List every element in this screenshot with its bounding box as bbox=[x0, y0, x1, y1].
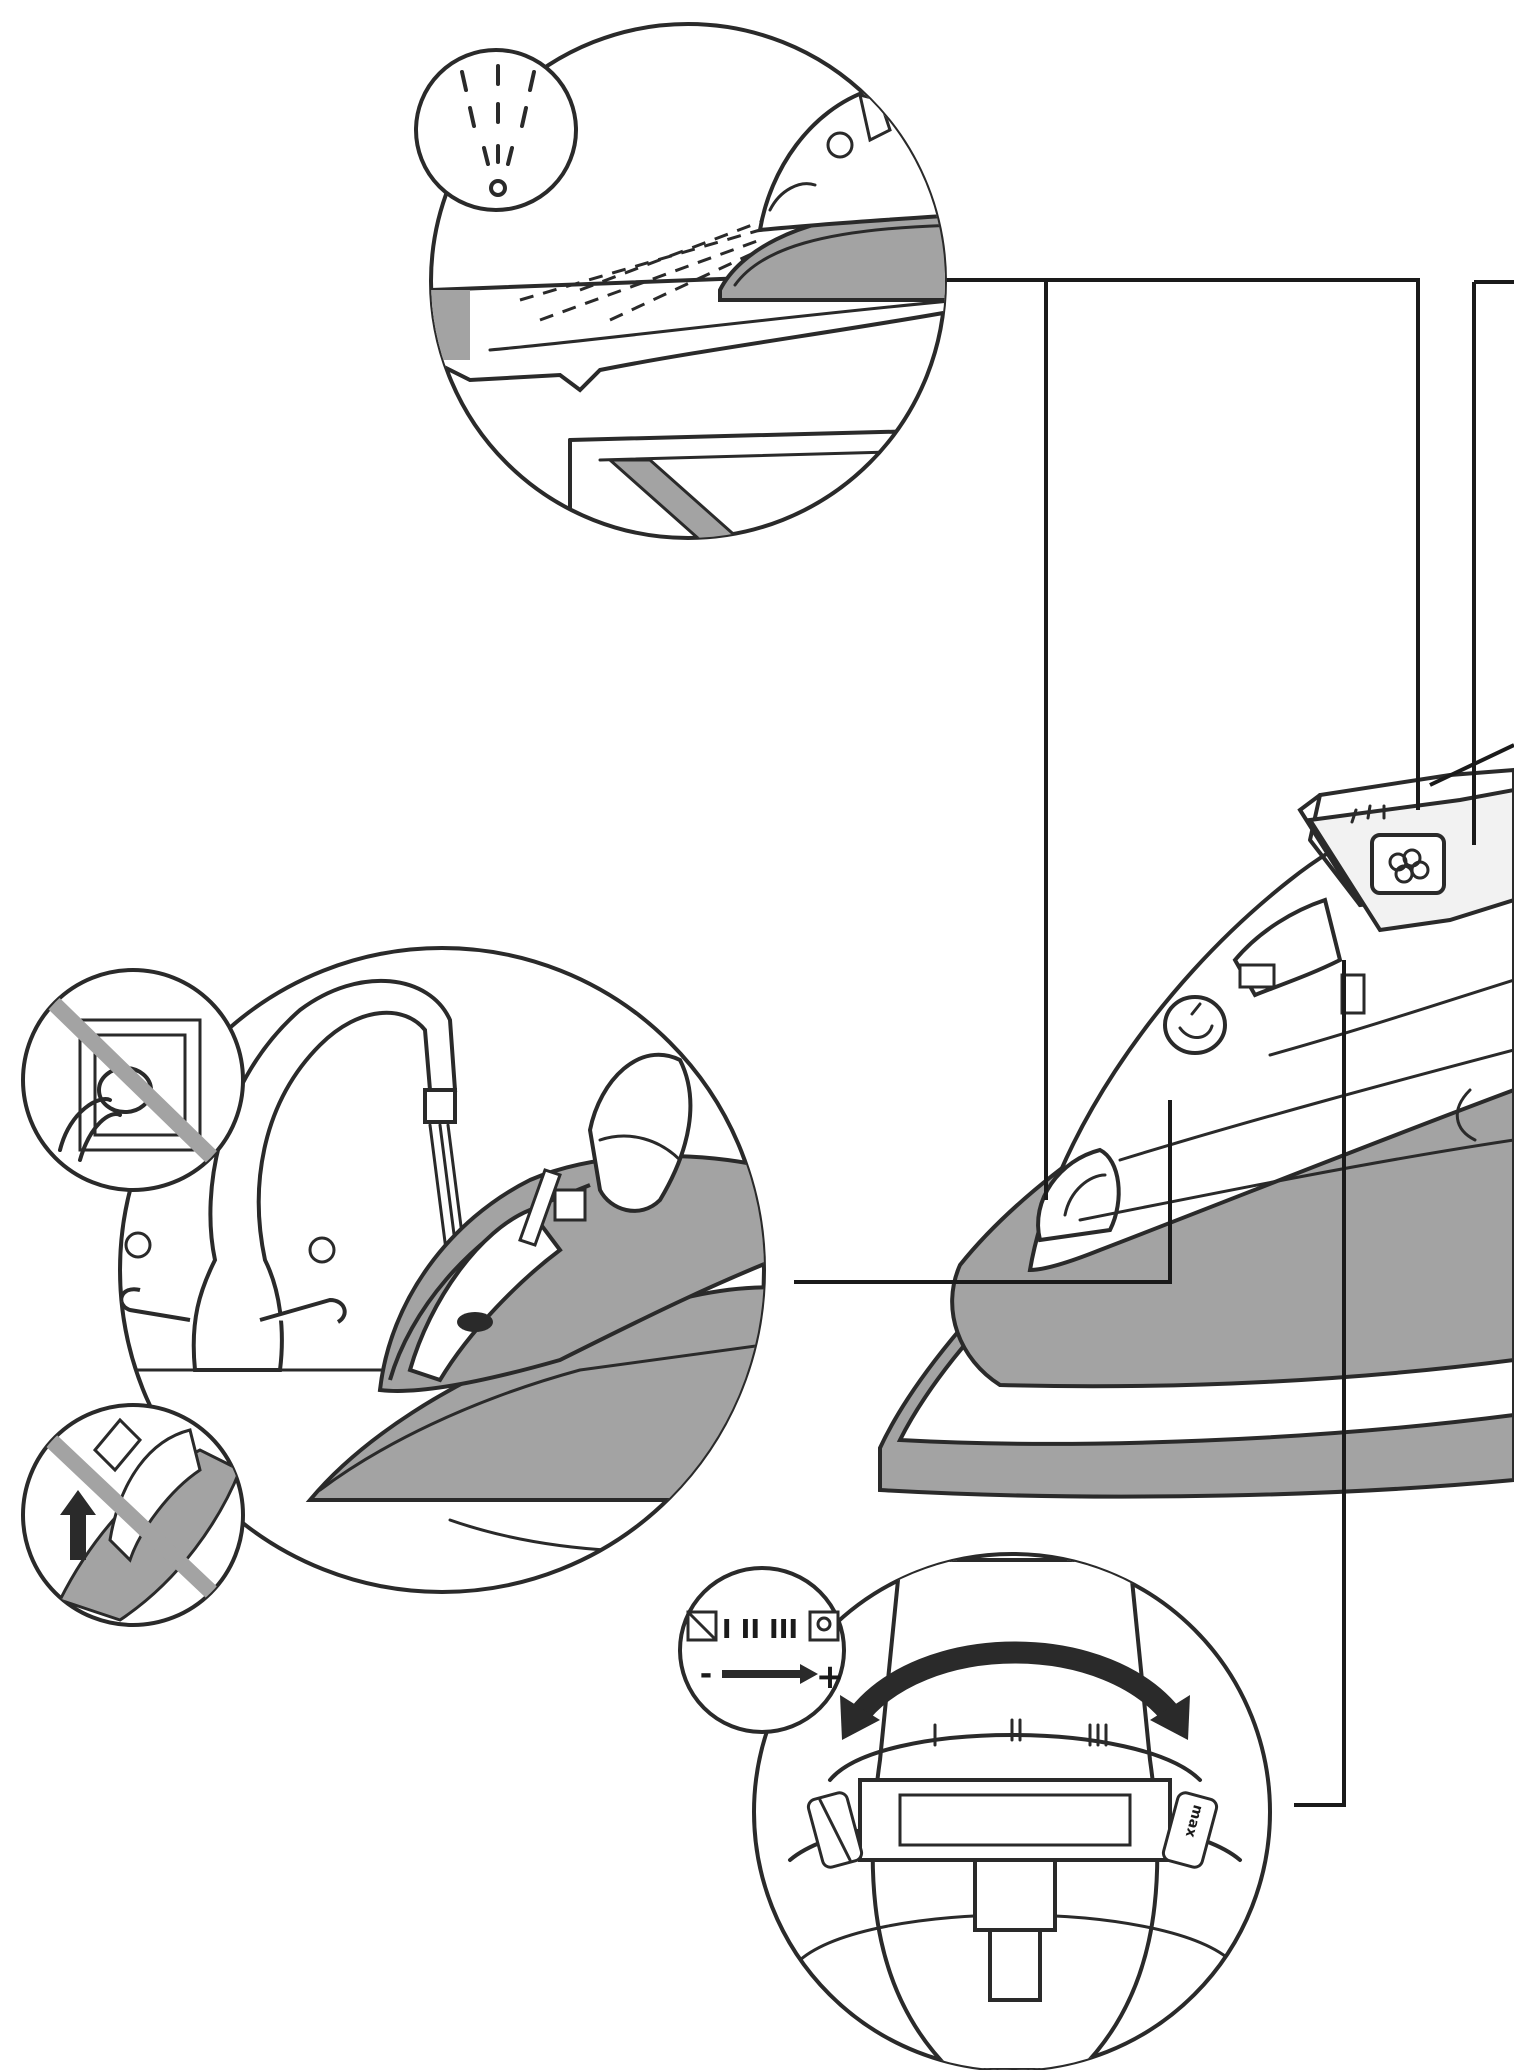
dial-ticks bbox=[933, 1718, 1108, 1747]
spray-nozzle bbox=[1036, 1147, 1121, 1243]
water-fill-cap bbox=[1163, 995, 1227, 1055]
dial-plus-label: + bbox=[816, 1657, 845, 1697]
spray-icon bbox=[460, 64, 536, 197]
rotate-arrow bbox=[840, 1641, 1190, 1740]
dial-detail-circle: max bbox=[752, 1552, 1272, 2070]
water-fill-icon bbox=[1178, 1002, 1214, 1039]
up-arrow-icon bbox=[60, 1490, 96, 1560]
dial-symbol-bubble: I II III - + bbox=[678, 1566, 846, 1734]
dial-scale-marks: I II III bbox=[722, 1615, 798, 1645]
spray-mist bbox=[519, 220, 761, 322]
max-steam-icon bbox=[808, 1610, 840, 1642]
no-plug-warning bbox=[21, 968, 245, 1192]
main-iron bbox=[878, 767, 1514, 1499]
hand bbox=[587, 1052, 693, 1213]
faucet bbox=[191, 978, 458, 1372]
water-fill-detail-circle bbox=[118, 946, 766, 1594]
no-pull-warning bbox=[21, 1403, 245, 1627]
spray-icon bbox=[1350, 804, 1386, 824]
max-steam-icon: max bbox=[1161, 1791, 1219, 1869]
steam-burst-icon bbox=[1388, 848, 1430, 884]
no-steam-icon bbox=[806, 1791, 864, 1869]
leader-lines bbox=[794, 278, 1514, 1807]
spray-symbol-bubble bbox=[414, 48, 578, 212]
no-pull-icon bbox=[32, 1422, 233, 1613]
dial-minus-label: - bbox=[700, 1657, 712, 1692]
